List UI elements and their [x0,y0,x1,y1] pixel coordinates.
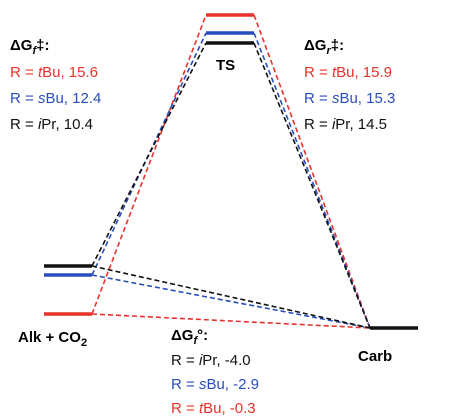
path-reactant-ts-tbu [91,14,207,315]
reverse-barrier-block: ΔGr‡: R = tBu, 15.9 R = sBu, 15.3 R = iP… [304,37,395,133]
reverse-barrier-tbu: R = tBu, 15.9 [304,64,392,81]
reverse-barrier-sbu: R = sBu, 15.3 [304,90,395,107]
path-ts-product-tbu [253,14,371,329]
reverse-barrier-title: ΔGr‡: [304,37,344,57]
forward-barrier-tbu: R = tBu, 15.6 [10,64,98,81]
reaction-energy-tbu: R = tBu, -0.3 [171,400,256,417]
ts-label: TS [216,57,235,74]
energy-paths [91,14,371,329]
path-reactant-ts-ipr [91,42,207,267]
forward-barrier-block: ΔGf‡: R = tBu, 15.6 R = sBu, 12.4 R = iP… [10,37,101,133]
path-ts-product-ipr [253,42,371,329]
path-reactant-product-sbu [91,274,371,329]
reaction-energy-title: ΔGf°: [171,327,208,347]
reaction-energy-sbu: R = sBu, -2.9 [171,376,259,393]
forward-barrier-ipr: R = iPr, 10.4 [10,116,93,133]
forward-barrier-sbu: R = sBu, 12.4 [10,90,101,107]
forward-barrier-title: ΔGf‡: [10,37,49,57]
energy-levels [44,13,418,330]
reaction-energy-block: ΔGf°: R = iPr, -4.0 R = sBu, -2.9 R = tB… [171,327,259,417]
reverse-barrier-ipr: R = iPr, 14.5 [304,116,387,133]
reaction-energy-ipr: R = iPr, -4.0 [171,352,251,369]
reactant-label: Alk + CO2 [18,329,87,349]
path-ts-product-sbu [253,32,371,329]
path-reactant-product-ipr [91,265,371,329]
path-reactant-ts-sbu [91,32,207,276]
product-label: Carb [358,348,392,365]
path-reactant-product-tbu [91,313,371,329]
